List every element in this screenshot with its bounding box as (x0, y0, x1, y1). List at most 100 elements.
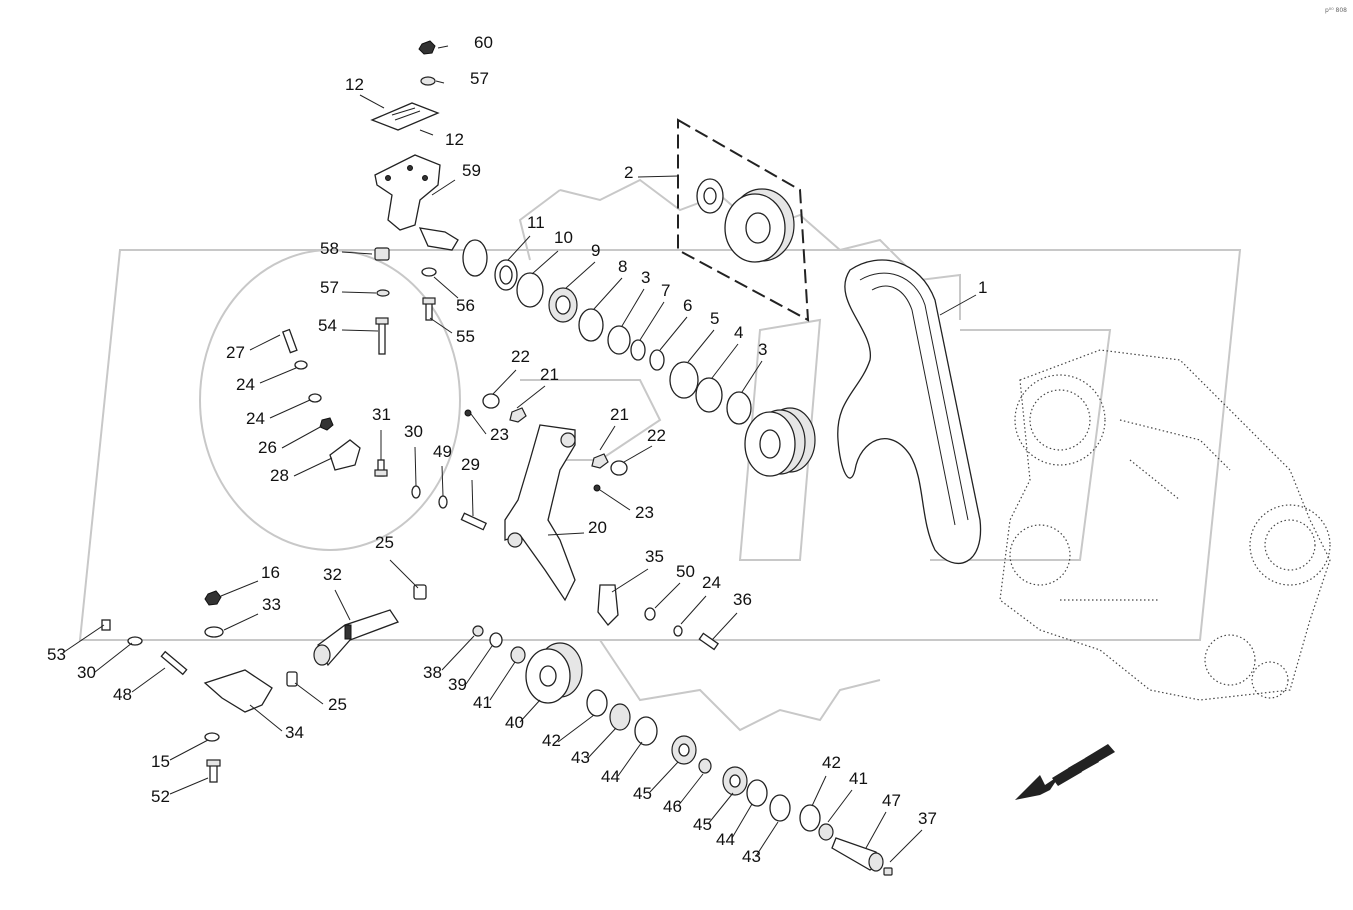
leader-line-c15 (169, 739, 209, 761)
part-bushing-21b (591, 453, 609, 469)
callout-label-c12b: 12 (445, 130, 464, 149)
leader-line-c21a (516, 385, 546, 409)
leader-line-c20 (547, 532, 585, 536)
callout-label-c40: 40 (505, 713, 524, 732)
leader-line-c29 (471, 479, 474, 517)
callout-label-c3b: 3 (758, 340, 767, 359)
callout-label-c37: 37 (918, 809, 937, 828)
part-pulley (744, 407, 816, 477)
engine-assembly (999, 349, 1331, 701)
callout-label-c23a: 23 (490, 425, 509, 444)
leader-line-c39 (465, 645, 493, 685)
leader-line-c36 (711, 612, 738, 641)
callout-label-c7: 7 (661, 281, 670, 300)
part-washer-57b (376, 289, 390, 297)
callout-label-c16: 16 (261, 563, 280, 582)
part-bolt-31 (374, 459, 388, 477)
leader-line-c12b (419, 129, 434, 136)
leader-line-c23b (599, 489, 631, 511)
leader-line-c1 (939, 294, 977, 316)
part-washer-24a (294, 360, 308, 370)
leader-line-c50 (654, 582, 681, 609)
part-ring-6 (649, 349, 665, 371)
leader-line-c26 (281, 425, 323, 449)
part-shaft-32 (313, 609, 399, 667)
part-ring-10 (516, 272, 544, 308)
part-pin-23b (593, 484, 601, 492)
part-washer-30b (127, 636, 143, 646)
callout-label-c3a: 3 (641, 268, 650, 287)
callout-label-c54: 54 (318, 316, 337, 335)
leader-line-c43b (755, 821, 779, 857)
leader-line-c24a (259, 367, 297, 384)
callout-label-c42a: 42 (542, 731, 561, 750)
part-circlip-3b (726, 391, 752, 425)
callout-label-c22a: 22 (511, 347, 530, 366)
part-nut-16 (204, 590, 222, 606)
leader-line-c53 (63, 624, 105, 653)
callout-label-c23b: 23 (635, 503, 654, 522)
leader-line-c54 (341, 329, 379, 332)
part-washer-50 (644, 607, 656, 621)
callout-label-c32: 32 (323, 565, 342, 584)
leader-line-c35 (611, 568, 649, 593)
part-bushing-21a (509, 407, 527, 423)
part-ring-43a (609, 703, 631, 731)
leader-line-c11 (507, 235, 531, 261)
part-washer-56 (421, 267, 437, 277)
callout-label-c11: 11 (527, 213, 545, 232)
part-bearing-45a (671, 735, 697, 765)
part-nut-26 (319, 417, 334, 431)
callout-label-c58: 58 (320, 239, 339, 258)
part-spacer-58 (374, 247, 390, 261)
leader-line-c49 (441, 465, 444, 497)
leader-line-c28 (293, 457, 333, 477)
leader-line-c12a (359, 94, 385, 109)
callout-label-c20: 20 (588, 518, 607, 537)
part-bolt-37 (883, 867, 893, 876)
callout-label-c52: 52 (151, 787, 170, 806)
part-bolt-53 (101, 619, 111, 631)
part-bolt-25b (286, 671, 298, 687)
callout-label-c31: 31 (372, 405, 391, 424)
leader-line-c45b (707, 792, 734, 825)
leader-line-c22b (623, 445, 653, 463)
callout-label-c12a: 12 (345, 75, 364, 94)
callout-label-c34: 34 (285, 723, 304, 742)
callout-label-c15: 15 (151, 752, 170, 771)
part-circlip-42a (586, 689, 608, 717)
part-bolt-27 (281, 328, 298, 354)
part-ring-11 (494, 259, 518, 291)
leader-line-c22a (492, 369, 517, 395)
callout-label-c6: 6 (683, 296, 692, 315)
callout-label-c45b: 45 (693, 815, 712, 834)
callout-label-c48: 48 (113, 685, 132, 704)
callout-label-c47: 47 (882, 791, 901, 810)
leader-line-c45a (649, 761, 679, 793)
leader-line-c30b (94, 642, 133, 673)
leader-line-c40 (519, 699, 541, 723)
callout-label-c24c: 24 (702, 573, 721, 592)
callout-label-c44a: 44 (601, 767, 620, 786)
leader-line-c3b (741, 360, 763, 393)
part-bolt-54 (375, 317, 389, 355)
leader-line-c41a (489, 661, 516, 701)
part-ring-44b (746, 779, 768, 807)
part-nut-60 (418, 40, 436, 55)
callout-label-c57b: 57 (320, 278, 339, 297)
part-roller-40 (525, 642, 583, 704)
part-ring-39 (489, 632, 503, 648)
leader-line-c57a (435, 80, 445, 84)
part-washer-30a (411, 485, 421, 499)
part-bushing-22b (610, 460, 628, 476)
part-bolt-25a (413, 584, 427, 600)
callout-label-c39: 39 (448, 675, 467, 694)
part-bolt-48 (160, 650, 188, 676)
part-washer-15 (204, 732, 220, 742)
callout-label-c35: 35 (645, 547, 664, 566)
part-gear-ring (462, 239, 488, 277)
callout-label-c59: 59 (462, 161, 481, 180)
callout-label-c28: 28 (270, 466, 289, 485)
part-tensioner-arm-20 (504, 424, 576, 602)
part-nut-38 (472, 625, 484, 637)
